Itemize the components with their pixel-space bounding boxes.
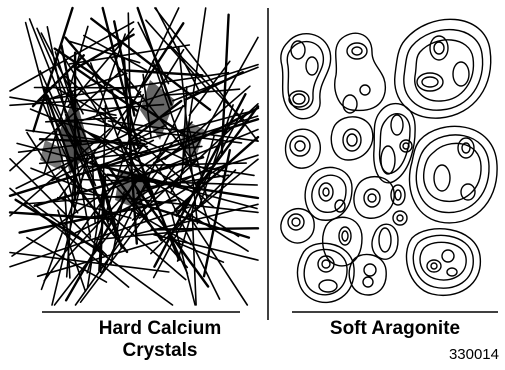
crystal-needle: [97, 34, 125, 115]
nodule-outline: [409, 126, 497, 223]
nodule-core: [360, 85, 370, 95]
nodule-core: [343, 129, 361, 151]
nodule-core: [417, 73, 443, 91]
nodule-core: [400, 140, 412, 152]
nodule-core: [293, 94, 305, 104]
nodule-core: [292, 218, 300, 226]
nodule-core: [295, 141, 305, 151]
nodule-core: [335, 200, 345, 212]
nodule-core: [306, 57, 318, 75]
hard-calcium-caption-line2: Crystals: [40, 340, 280, 362]
nodule-outline: [424, 143, 481, 201]
crystal-needle: [159, 235, 224, 263]
hard-calcium-caption-line1: Hard Calcium: [40, 318, 280, 340]
nodule-core: [381, 146, 395, 174]
nodule-outline: [406, 229, 480, 296]
nodule-outline: [323, 217, 362, 266]
nodule-core: [347, 134, 357, 146]
nodule-core: [434, 42, 444, 54]
hard-calcium-crystals-illustration: [10, 8, 258, 305]
nodule-core: [319, 183, 333, 201]
nodule-core: [290, 136, 310, 156]
soft-aragonite-illustration: [281, 19, 497, 302]
nodule-core: [323, 188, 329, 196]
nodule-outline: [420, 242, 466, 280]
nodule-outline: [372, 224, 398, 259]
nodule-outline: [335, 33, 386, 110]
nodule-core: [391, 115, 403, 135]
nodule-core: [391, 185, 405, 205]
nodule-core: [422, 77, 438, 87]
nodule-core: [339, 227, 351, 245]
nodule-core: [447, 268, 457, 276]
nodule-core: [430, 36, 448, 60]
nodule-core: [364, 264, 376, 276]
nodule-core: [397, 215, 403, 221]
nodule-core: [379, 228, 391, 252]
nodule-core: [352, 47, 362, 55]
nodule-core: [434, 165, 450, 191]
nodule-core: [318, 256, 334, 272]
crystal-needle: [152, 228, 258, 229]
nodule-core: [395, 190, 401, 200]
nodule-core: [363, 277, 373, 287]
nodule-core: [427, 260, 441, 272]
nodule-outline: [331, 117, 373, 160]
nodule-outline: [298, 243, 355, 302]
soft-aragonite-caption: Soft Aragonite: [290, 318, 500, 340]
nodule-core: [347, 43, 367, 59]
nodule-core: [322, 260, 330, 268]
nodule-outline: [393, 211, 407, 225]
nodule-core: [319, 280, 337, 292]
nodule-core: [431, 263, 437, 269]
nodule-core: [342, 231, 348, 241]
nodule-core: [368, 194, 376, 202]
hard-calcium-caption: Hard Calcium Crystals: [40, 318, 280, 362]
nodule-outline: [395, 19, 491, 118]
nodule-core: [453, 62, 469, 86]
nodule-core: [364, 189, 380, 207]
figure-id: 330014: [449, 346, 499, 363]
nodule-core: [288, 214, 304, 230]
nodule-core: [442, 250, 454, 262]
